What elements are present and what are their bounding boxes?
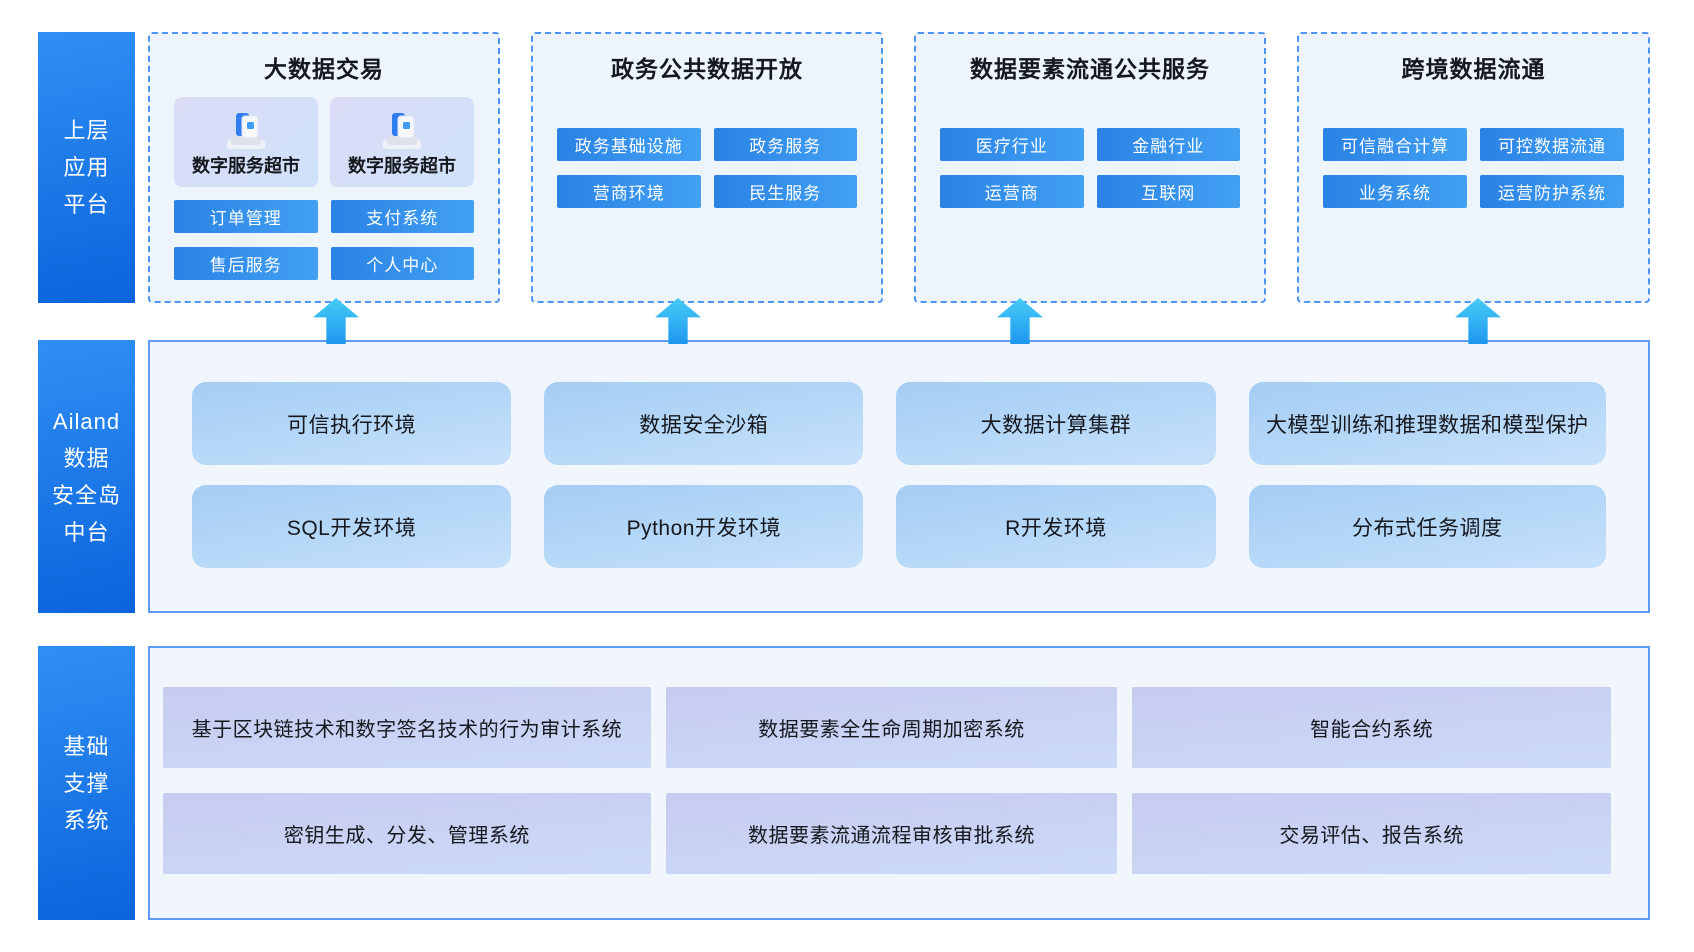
- market-card-label: 数字服务超市: [192, 155, 300, 176]
- box-title: 大数据交易: [264, 56, 384, 82]
- chip-grid: 医疗行业 金融行业 运营商 互联网: [940, 128, 1240, 208]
- chip-payment-system: 支付系统: [330, 200, 474, 233]
- ailand-platform-label: Ailand 数据 安全岛 中台: [38, 340, 135, 613]
- up-arrow-icon: [997, 298, 1043, 344]
- card-trade-evaluation-report-system: 交易评估、报告系统: [1132, 793, 1611, 874]
- label-line: 数据: [63, 445, 110, 471]
- market-card: 数字服务超市: [330, 97, 474, 187]
- chip-personal-center: 个人中心: [330, 247, 474, 280]
- card-sql-dev-env: SQL开发环境: [192, 485, 512, 568]
- card-data-security-sandbox: 数据安全沙箱: [544, 382, 864, 465]
- top-box-big-data-trading: 大数据交易 数字服务超市: [148, 32, 500, 303]
- up-arrow-icon: [655, 298, 701, 344]
- card-circulation-approval-system: 数据要素流通流程审核审批系统: [665, 793, 1118, 874]
- chip-gov-infrastructure: 政务基础设施: [557, 128, 701, 161]
- chip-grid: 订单管理 支付系统 售后服务 个人中心: [174, 200, 474, 280]
- middle-platform-panel: 可信执行环境 数据安全沙箱 大数据计算集群 大模型训练和推理数据和模型保护 SQ…: [148, 340, 1650, 613]
- box-title: 政务公共数据开放: [611, 56, 803, 82]
- chip-controlled-data-flow: 可控数据流通: [1480, 128, 1624, 161]
- market-card-label: 数字服务超市: [348, 155, 456, 176]
- chip-trusted-fusion-computing: 可信融合计算: [1323, 128, 1467, 161]
- label-line: 系统: [63, 807, 110, 833]
- card-python-dev-env: Python开发环境: [544, 485, 864, 568]
- up-arrow-icon: [1455, 298, 1501, 344]
- base-support-label: 基础 支撑 系统: [38, 646, 135, 920]
- service-market-icon: [227, 112, 265, 149]
- card-r-dev-env: R开发环境: [896, 485, 1216, 568]
- card-blockchain-audit-system: 基于区块链技术和数字签名技术的行为审计系统: [163, 687, 651, 768]
- chip-order-management: 订单管理: [174, 200, 318, 233]
- chip-business-system: 业务系统: [1323, 175, 1467, 208]
- card-trusted-execution-env: 可信执行环境: [192, 382, 512, 465]
- card-model-training-protection: 大模型训练和推理数据和模型保护: [1248, 382, 1606, 465]
- card-big-data-cluster: 大数据计算集群: [896, 382, 1216, 465]
- middle-card-grid: 可信执行环境 数据安全沙箱 大数据计算集群 大模型训练和推理数据和模型保护 SQ…: [192, 382, 1606, 568]
- label-line: 上层: [63, 118, 110, 143]
- chip-after-sales-service: 售后服务: [174, 247, 318, 280]
- card-distributed-task-scheduler: 分布式任务调度: [1248, 485, 1606, 568]
- bottom-card-grid: 基于区块链技术和数字签名技术的行为审计系统 数据要素全生命周期加密系统 智能合约…: [163, 687, 1611, 874]
- label-line: 平台: [63, 192, 110, 217]
- top-platform-label: 上层 应用 平台: [38, 32, 135, 303]
- top-box-cross-border-data: 跨境数据流通 可信融合计算 可控数据流通 业务系统 运营防护系统: [1297, 32, 1650, 303]
- chip-business-environment: 营商环境: [557, 175, 701, 208]
- market-card-row: 数字服务超市 数字服务超市: [174, 97, 474, 187]
- market-card: 数字服务超市: [174, 97, 318, 187]
- service-market-icon: [383, 112, 421, 149]
- label-line: 基础: [63, 733, 110, 759]
- chip-gov-services: 政务服务: [713, 128, 857, 161]
- top-box-data-element-services: 数据要素流通公共服务 医疗行业 金融行业 运营商 互联网: [914, 32, 1266, 303]
- chip-telecom-operator: 运营商: [940, 175, 1084, 208]
- base-support-panel: 基于区块链技术和数字签名技术的行为审计系统 数据要素全生命周期加密系统 智能合约…: [148, 646, 1650, 920]
- chip-internet: 互联网: [1096, 175, 1240, 208]
- label-line: 安全岛: [51, 482, 121, 508]
- card-key-management-system: 密钥生成、分发、管理系统: [163, 793, 651, 874]
- chip-grid: 可信融合计算 可控数据流通 业务系统 运营防护系统: [1323, 128, 1624, 208]
- chip-finance-industry: 金融行业: [1096, 128, 1240, 161]
- label-line: 中台: [63, 519, 110, 545]
- chip-citizen-services: 民生服务: [713, 175, 857, 208]
- label-line: Ailand: [52, 408, 121, 434]
- box-title: 跨境数据流通: [1401, 56, 1546, 82]
- label-line: 应用: [63, 155, 110, 180]
- card-lifecycle-encryption-system: 数据要素全生命周期加密系统: [665, 687, 1118, 768]
- box-title: 数据要素流通公共服务: [970, 56, 1210, 82]
- card-smart-contract-system: 智能合约系统: [1132, 687, 1611, 768]
- label-line: 支撑: [63, 770, 110, 796]
- top-box-gov-open-data: 政务公共数据开放 政务基础设施 政务服务 营商环境 民生服务: [531, 32, 883, 303]
- chip-ops-protection-system: 运营防护系统: [1480, 175, 1624, 208]
- up-arrow-icon: [313, 298, 359, 344]
- chip-medical-industry: 医疗行业: [940, 128, 1084, 161]
- chip-grid: 政务基础设施 政务服务 营商环境 民生服务: [557, 128, 857, 208]
